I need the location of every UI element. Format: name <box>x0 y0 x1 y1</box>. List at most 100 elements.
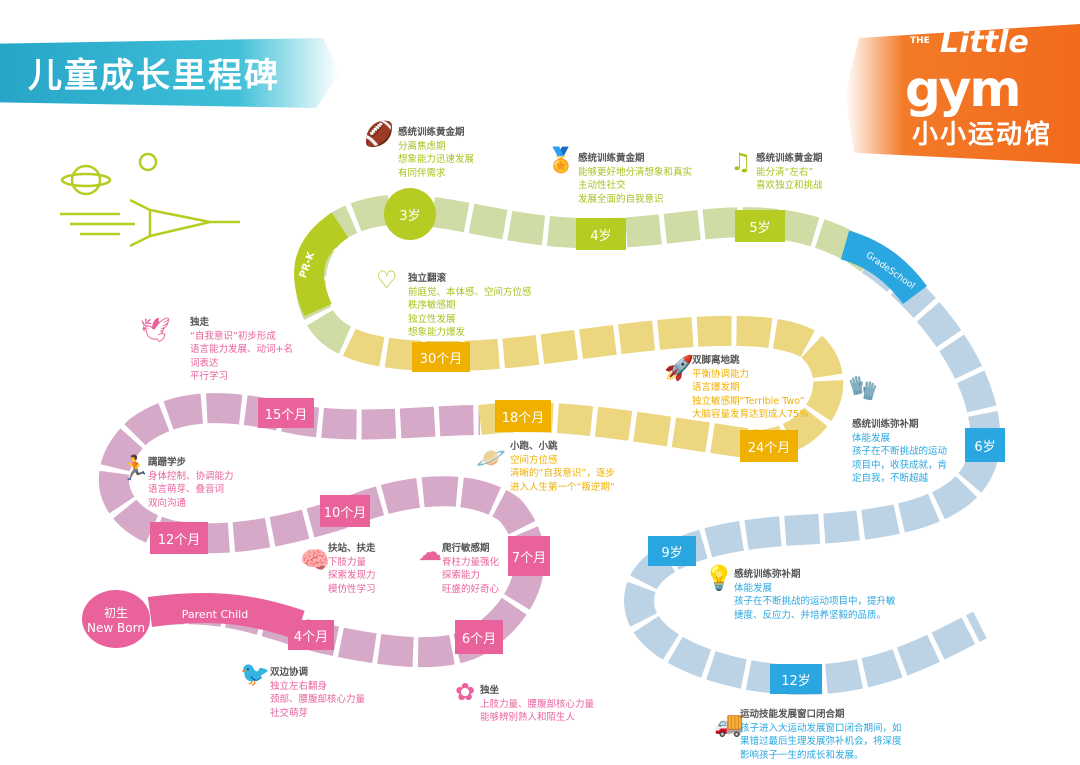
info-line: 有同伴需求 <box>398 167 446 179</box>
info-heading: 双脚离地跳 <box>692 355 740 366</box>
info-line: 影响孩子一生的成长和发展。 <box>740 749 864 761</box>
brain-icon: 🧠 <box>300 546 330 574</box>
milestone-info: 运动技能发展窗口闭合期孩子进入大运动发展窗口闭合期间，如果错过最后生理发展弥补机… <box>740 708 902 762</box>
milestone-info: 感统训练黄金期分离焦虑期想象能力迅速发展有同伴需求 <box>398 126 474 180</box>
info-line: 捷度、反应力、并培养坚毅的品质。 <box>734 609 887 621</box>
info-line: 下肢力量 <box>328 556 367 568</box>
milestone-info: 蹒跚学步身体控制、协调能力语言萌芽、叠音词双向沟通 <box>148 456 234 510</box>
info-line: 清晰的“自我意识”，逐步 <box>510 468 615 479</box>
milestone-marker: 30个月 <box>412 342 470 372</box>
page-title: 儿童成长里程碑 <box>28 56 280 96</box>
info-line: 定自我，不断超越 <box>852 473 929 484</box>
logo-background <box>845 24 1080 164</box>
truck-icon: 🚚 <box>714 710 744 738</box>
info-heading: 爬行敏感期 <box>442 543 490 554</box>
info-line: 探索能力 <box>442 570 481 581</box>
info-line: 孩子在不断挑战的运动项目中，提升敏 <box>734 596 896 607</box>
info-line: 想象能力迅速发展 <box>398 154 475 165</box>
road-section-yellow <box>337 315 844 461</box>
info-line: 语言萌芽、叠音词 <box>148 484 225 495</box>
gloves-icon: 🧤 <box>848 374 878 402</box>
info-line: 旺盛的好奇心 <box>442 583 500 595</box>
milestone-marker: 10个月 <box>320 495 370 527</box>
info-line: 模仿性学习 <box>328 583 376 595</box>
info-heading: 扶站、扶走 <box>328 543 376 554</box>
info-line: 项目中，收获成就，肯 <box>852 459 948 471</box>
newborn-circle: 初生 New Born <box>82 590 150 648</box>
milestone-info: 感统训练弥补期体能发展孩子在不断挑战的运动项目中，收获成就，肯定自我，不断超越 <box>852 418 947 486</box>
rocket-icon: 🚀 <box>664 354 694 382</box>
milestone-marker: 12岁 <box>770 664 822 694</box>
info-line: 想象能力爆发 <box>408 327 466 338</box>
heart-icon: ♡ <box>376 266 398 294</box>
info-line: 秩序敏感期 <box>408 300 456 311</box>
info-line: “自我意识”初步形成 <box>190 330 276 342</box>
info-line: 能够辨别熟人和陌生人 <box>480 712 576 723</box>
planet-icon: 🪐 <box>476 444 506 472</box>
milestone-info: 独走 “自我意识”初步形成语言能力发展、动词+名词表达平行学习 <box>190 316 293 384</box>
logo-the: THE <box>910 36 930 46</box>
milestone-marker: 12个月 <box>150 522 208 554</box>
football-icon: 🏈 <box>364 120 394 148</box>
milestone-marker: 24个月 <box>740 430 798 462</box>
info-heading: 感统训练弥补期 <box>852 419 919 430</box>
milestone-marker: 18个月 <box>495 400 551 432</box>
info-heading: 小跑、小跳 <box>510 441 558 452</box>
parent-child-band <box>147 592 305 640</box>
milestone-info: 独坐上肢力量、腰腹部核心力量能够辨别熟人和陌生人 <box>480 684 594 725</box>
milestone-info: 小跑、小跳空间方位感清晰的“自我意识”，逐步进入人生第一个“叛逆期” <box>510 440 615 494</box>
newborn-cn: 初生 <box>103 605 128 620</box>
milestone-info: 感统训练黄金期能够更好地分清想象和真实主动性社交发展全面的自我意识 <box>578 152 692 206</box>
milestone-marker: 9岁 <box>648 536 696 566</box>
milestone-info: 感统训练弥补期体能发展孩子在不断挑战的运动项目中，提升敏捷度、反应力、并培养坚毅… <box>734 568 896 622</box>
bird-icon: 🐦 <box>240 660 270 688</box>
info-heading: 感统训练黄金期 <box>398 127 465 138</box>
milestone-marker: 15个月 <box>258 398 314 428</box>
logo-gym: gym <box>905 60 1021 118</box>
milestone-marker: 6个月 <box>455 620 503 654</box>
prek-band <box>294 212 349 317</box>
info-heading: 独坐 <box>480 685 500 696</box>
stage-parent-child: Parent Child <box>181 607 249 621</box>
milestone-marker: 6岁 <box>965 428 1005 462</box>
info-line: 语言能力发展、动词+名 <box>190 344 293 355</box>
info-line: 独立敏感期“Terrible Two” <box>692 395 805 407</box>
music-note-icon: ♫ <box>730 148 752 176</box>
wings-icon: 🕊 <box>140 316 171 344</box>
milestone-info: 爬行敏感期脊柱力量强化探索能力旺盛的好奇心 <box>442 542 499 596</box>
info-line: 脊柱力量强化 <box>442 556 500 568</box>
info-line: 平衡协调能力 <box>692 368 750 380</box>
logo-chinese: 小小运动馆 <box>912 120 1053 150</box>
milestone-info: 感统训练黄金期能分清“左右”喜欢独立和挑战 <box>756 152 823 193</box>
info-line: 分离焦虑期 <box>398 140 446 152</box>
info-line: 平行学习 <box>190 371 229 382</box>
info-line: 社交萌芽 <box>270 707 309 719</box>
info-heading: 独走 <box>190 317 210 328</box>
info-line: 独立左右翻身 <box>270 680 328 692</box>
info-heading: 感统训练黄金期 <box>578 153 645 164</box>
info-line: 果错过最后生理发展弥补机会，将深度 <box>740 736 902 747</box>
logo-little: Little <box>940 25 1029 60</box>
info-line: 独立性发展 <box>408 313 456 325</box>
info-line: 孩子在不断挑战的运动 <box>852 446 948 457</box>
info-line: 体能发展 <box>734 582 773 594</box>
milestone-info: 双脚离地跳平衡协调能力语言爆发期独立敏感期“Terrible Two”大脑容量发… <box>692 354 808 422</box>
title-banner <box>0 38 340 108</box>
crawling-icon: ☁ <box>418 538 442 566</box>
info-line: 上肢力量、腰腹部核心力量 <box>480 698 595 710</box>
gradeschool-band <box>840 230 927 305</box>
milestone-marker: 4个月 <box>288 620 334 650</box>
milestone-info: 扶站、扶走下肢力量探索发现力模仿性学习 <box>328 542 376 596</box>
info-line: 颈部、腰腹部核心力量 <box>270 694 366 705</box>
info-line: 能分清“左右” <box>756 166 814 178</box>
info-line: 孩子进入大运动发展窗口闭合期间，如 <box>740 722 902 734</box>
info-heading: 双边协调 <box>270 667 309 678</box>
info-line: 双向沟通 <box>148 497 187 509</box>
milestone-info: 独立翻滚前庭觉、本体感、空间方位感秩序敏感期独立性发展想象能力爆发 <box>408 272 532 340</box>
info-line: 探索发现力 <box>328 570 376 581</box>
info-line: 词表达 <box>190 357 219 369</box>
info-line: 前庭觉、本体感、空间方位感 <box>408 286 532 298</box>
info-line: 发展全面的自我意识 <box>578 193 664 205</box>
newborn-en: New Born <box>87 620 145 635</box>
